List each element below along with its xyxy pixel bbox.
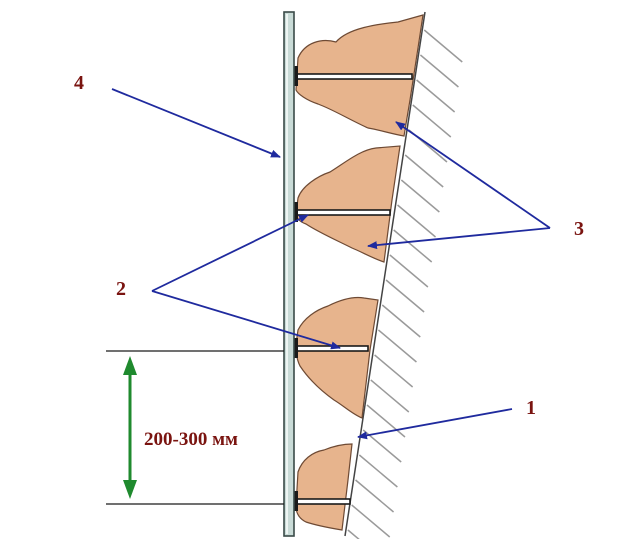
leader-lines: [111, 88, 551, 440]
anchor-1: [295, 73, 413, 80]
mortar-blobs: [295, 14, 424, 531]
anchor-head-2: [294, 202, 298, 222]
dimension: 200-300 мм: [106, 350, 284, 505]
hatch-line: [351, 504, 391, 538]
hatch-line: [419, 54, 459, 88]
facing-plate: [283, 11, 295, 537]
hatch-line: [366, 404, 406, 438]
hatch-line: [370, 379, 410, 413]
hatch-line: [404, 154, 444, 188]
dimension-arrow-bottom: [123, 480, 137, 499]
anchor-head-4: [294, 491, 298, 511]
hatch-line: [355, 479, 395, 513]
leader-3-upper: [395, 121, 551, 229]
leader-3-lower: [367, 227, 551, 250]
mortar-blob-4: [295, 443, 353, 531]
hatch-line: [393, 229, 433, 263]
leader-2-lower: [151, 290, 341, 350]
hatch-line: [400, 179, 440, 213]
leader-4: [111, 88, 281, 158]
anchor-head-3: [294, 338, 298, 358]
dimension-arrow-top: [123, 356, 137, 375]
hatch-line: [389, 254, 429, 288]
hatch-line: [381, 304, 421, 338]
hatch-line: [423, 29, 463, 63]
hatch-line: [358, 454, 398, 488]
anchor-4: [295, 498, 351, 505]
hatch-line: [416, 79, 456, 113]
leader-2-upper: [151, 214, 309, 292]
dimension-label: 200-300 мм: [144, 429, 238, 450]
leader-1: [357, 408, 513, 440]
wall-hatching: [347, 29, 463, 539]
hatch-line: [347, 529, 360, 539]
anchor-head-1: [294, 66, 298, 86]
anchor-2: [295, 209, 391, 216]
callout-4: 4: [74, 72, 84, 94]
wall-face-line: [344, 11, 426, 537]
callout-2: 2: [116, 278, 126, 300]
hatch-line: [377, 329, 417, 363]
hatch-line: [412, 104, 452, 138]
mortar-blob-3: [295, 296, 379, 419]
callout-3: 3: [574, 218, 584, 240]
mortar-blob-2: [295, 145, 401, 263]
anchor-3: [295, 345, 369, 352]
callout-1: 1: [526, 397, 536, 419]
hatch-line: [397, 204, 437, 238]
hatch-line: [374, 354, 414, 388]
hatch-line: [385, 279, 425, 313]
